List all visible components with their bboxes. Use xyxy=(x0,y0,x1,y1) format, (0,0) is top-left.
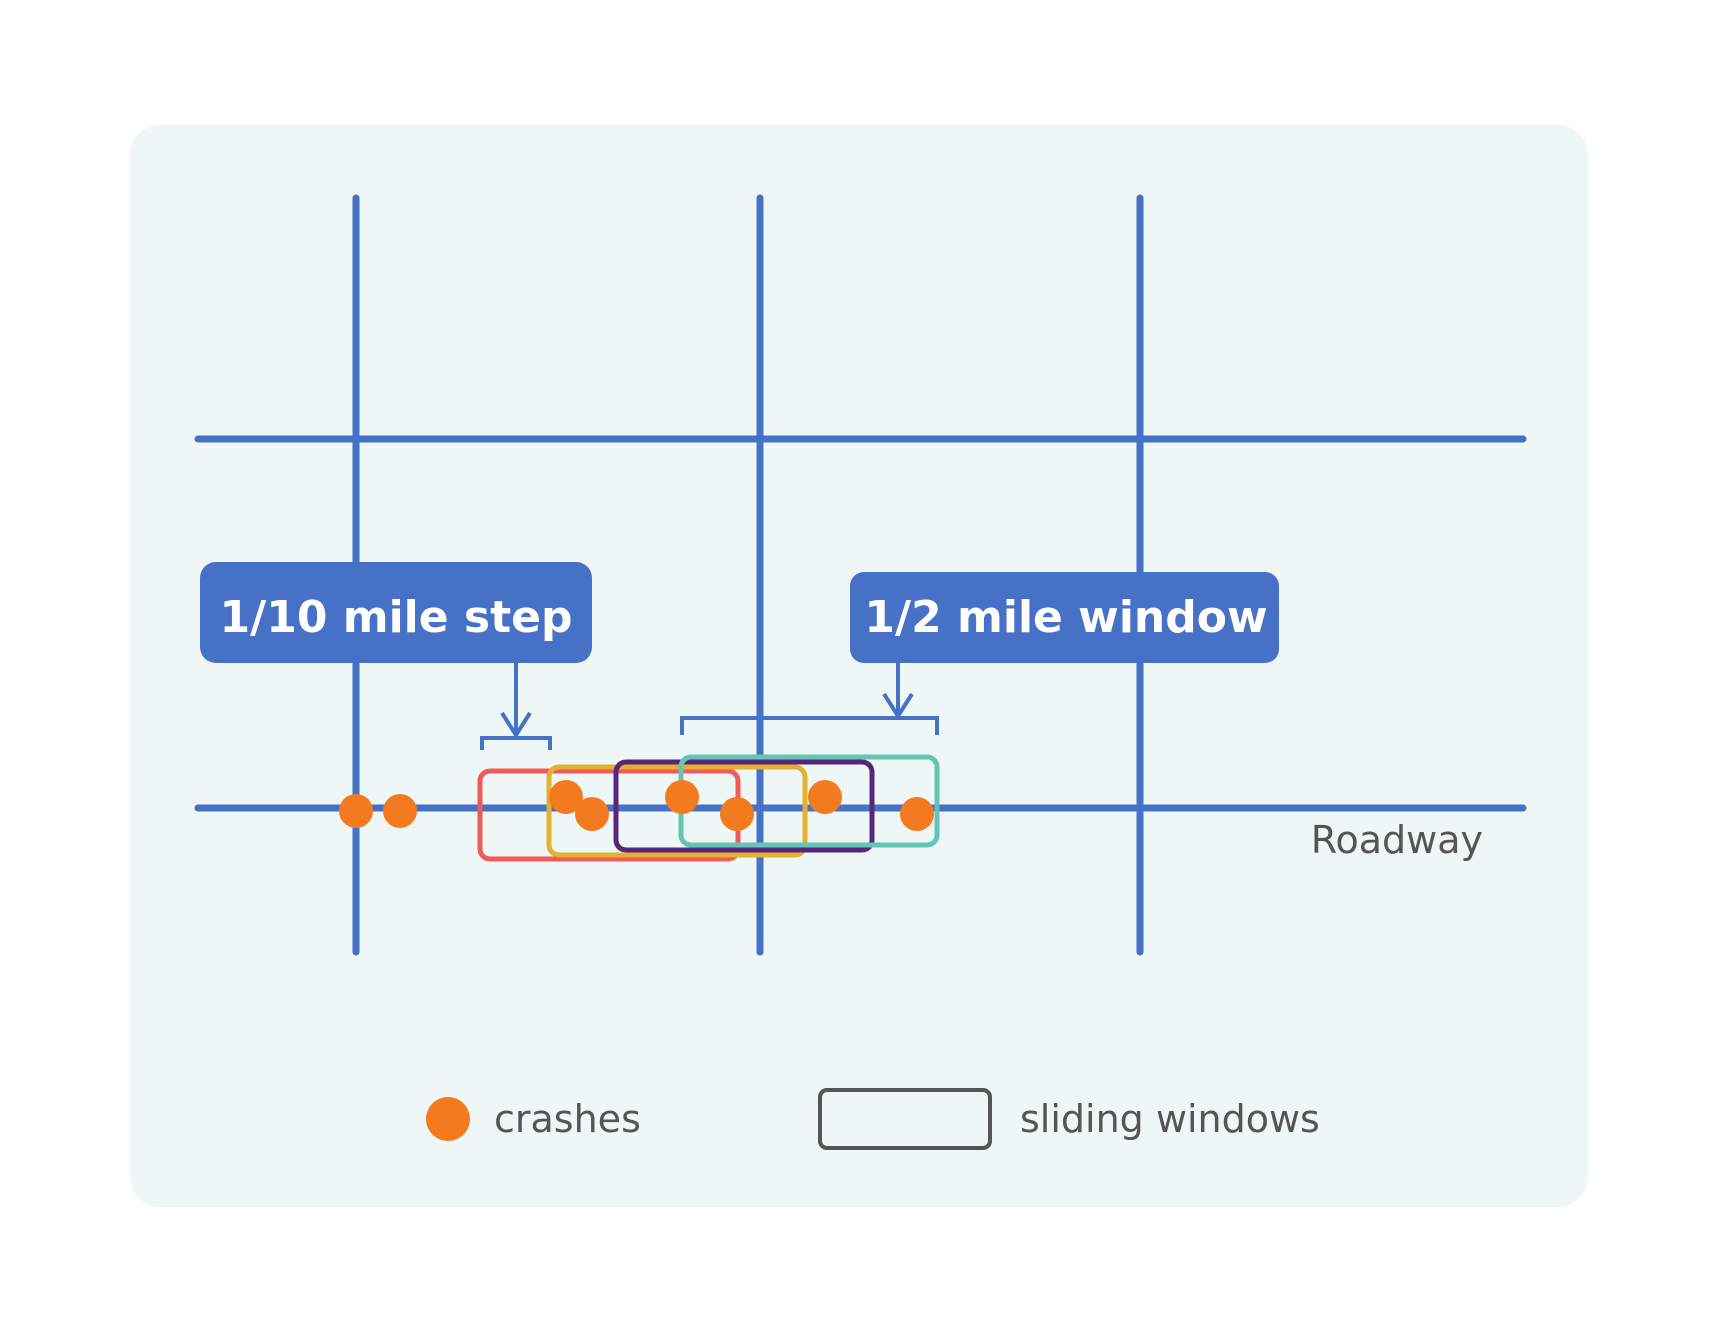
crash-point xyxy=(665,780,699,814)
sliding-window-purple xyxy=(613,759,875,853)
legend: crashes sliding windows xyxy=(426,1088,1320,1150)
roadway-label: Roadway xyxy=(1311,818,1483,862)
legend-windows-label: sliding windows xyxy=(1020,1097,1320,1141)
step-bracket xyxy=(480,663,552,750)
crash-point xyxy=(720,797,754,831)
crash-point xyxy=(549,780,583,814)
crash-point xyxy=(383,794,417,828)
crash-points xyxy=(339,780,934,831)
crash-point xyxy=(339,794,373,828)
panel-background xyxy=(130,125,1588,1207)
step-callout-label: 1/10 mile step xyxy=(220,592,573,643)
legend-crash-icon xyxy=(426,1097,470,1141)
crash-point xyxy=(900,797,934,831)
window-callout-box xyxy=(850,572,1279,663)
window-callout: 1/2 mile window xyxy=(850,572,1279,663)
legend-window-icon xyxy=(818,1088,992,1150)
window-callout-label: 1/2 mile window xyxy=(864,592,1267,643)
step-callout-box xyxy=(200,562,592,663)
sliding-window-yellow xyxy=(546,764,808,858)
crash-point xyxy=(575,797,609,831)
window-bracket xyxy=(680,663,939,735)
legend-crashes-label: crashes xyxy=(494,1097,641,1141)
step-callout: 1/10 mile step xyxy=(200,562,592,663)
crash-point xyxy=(808,780,842,814)
